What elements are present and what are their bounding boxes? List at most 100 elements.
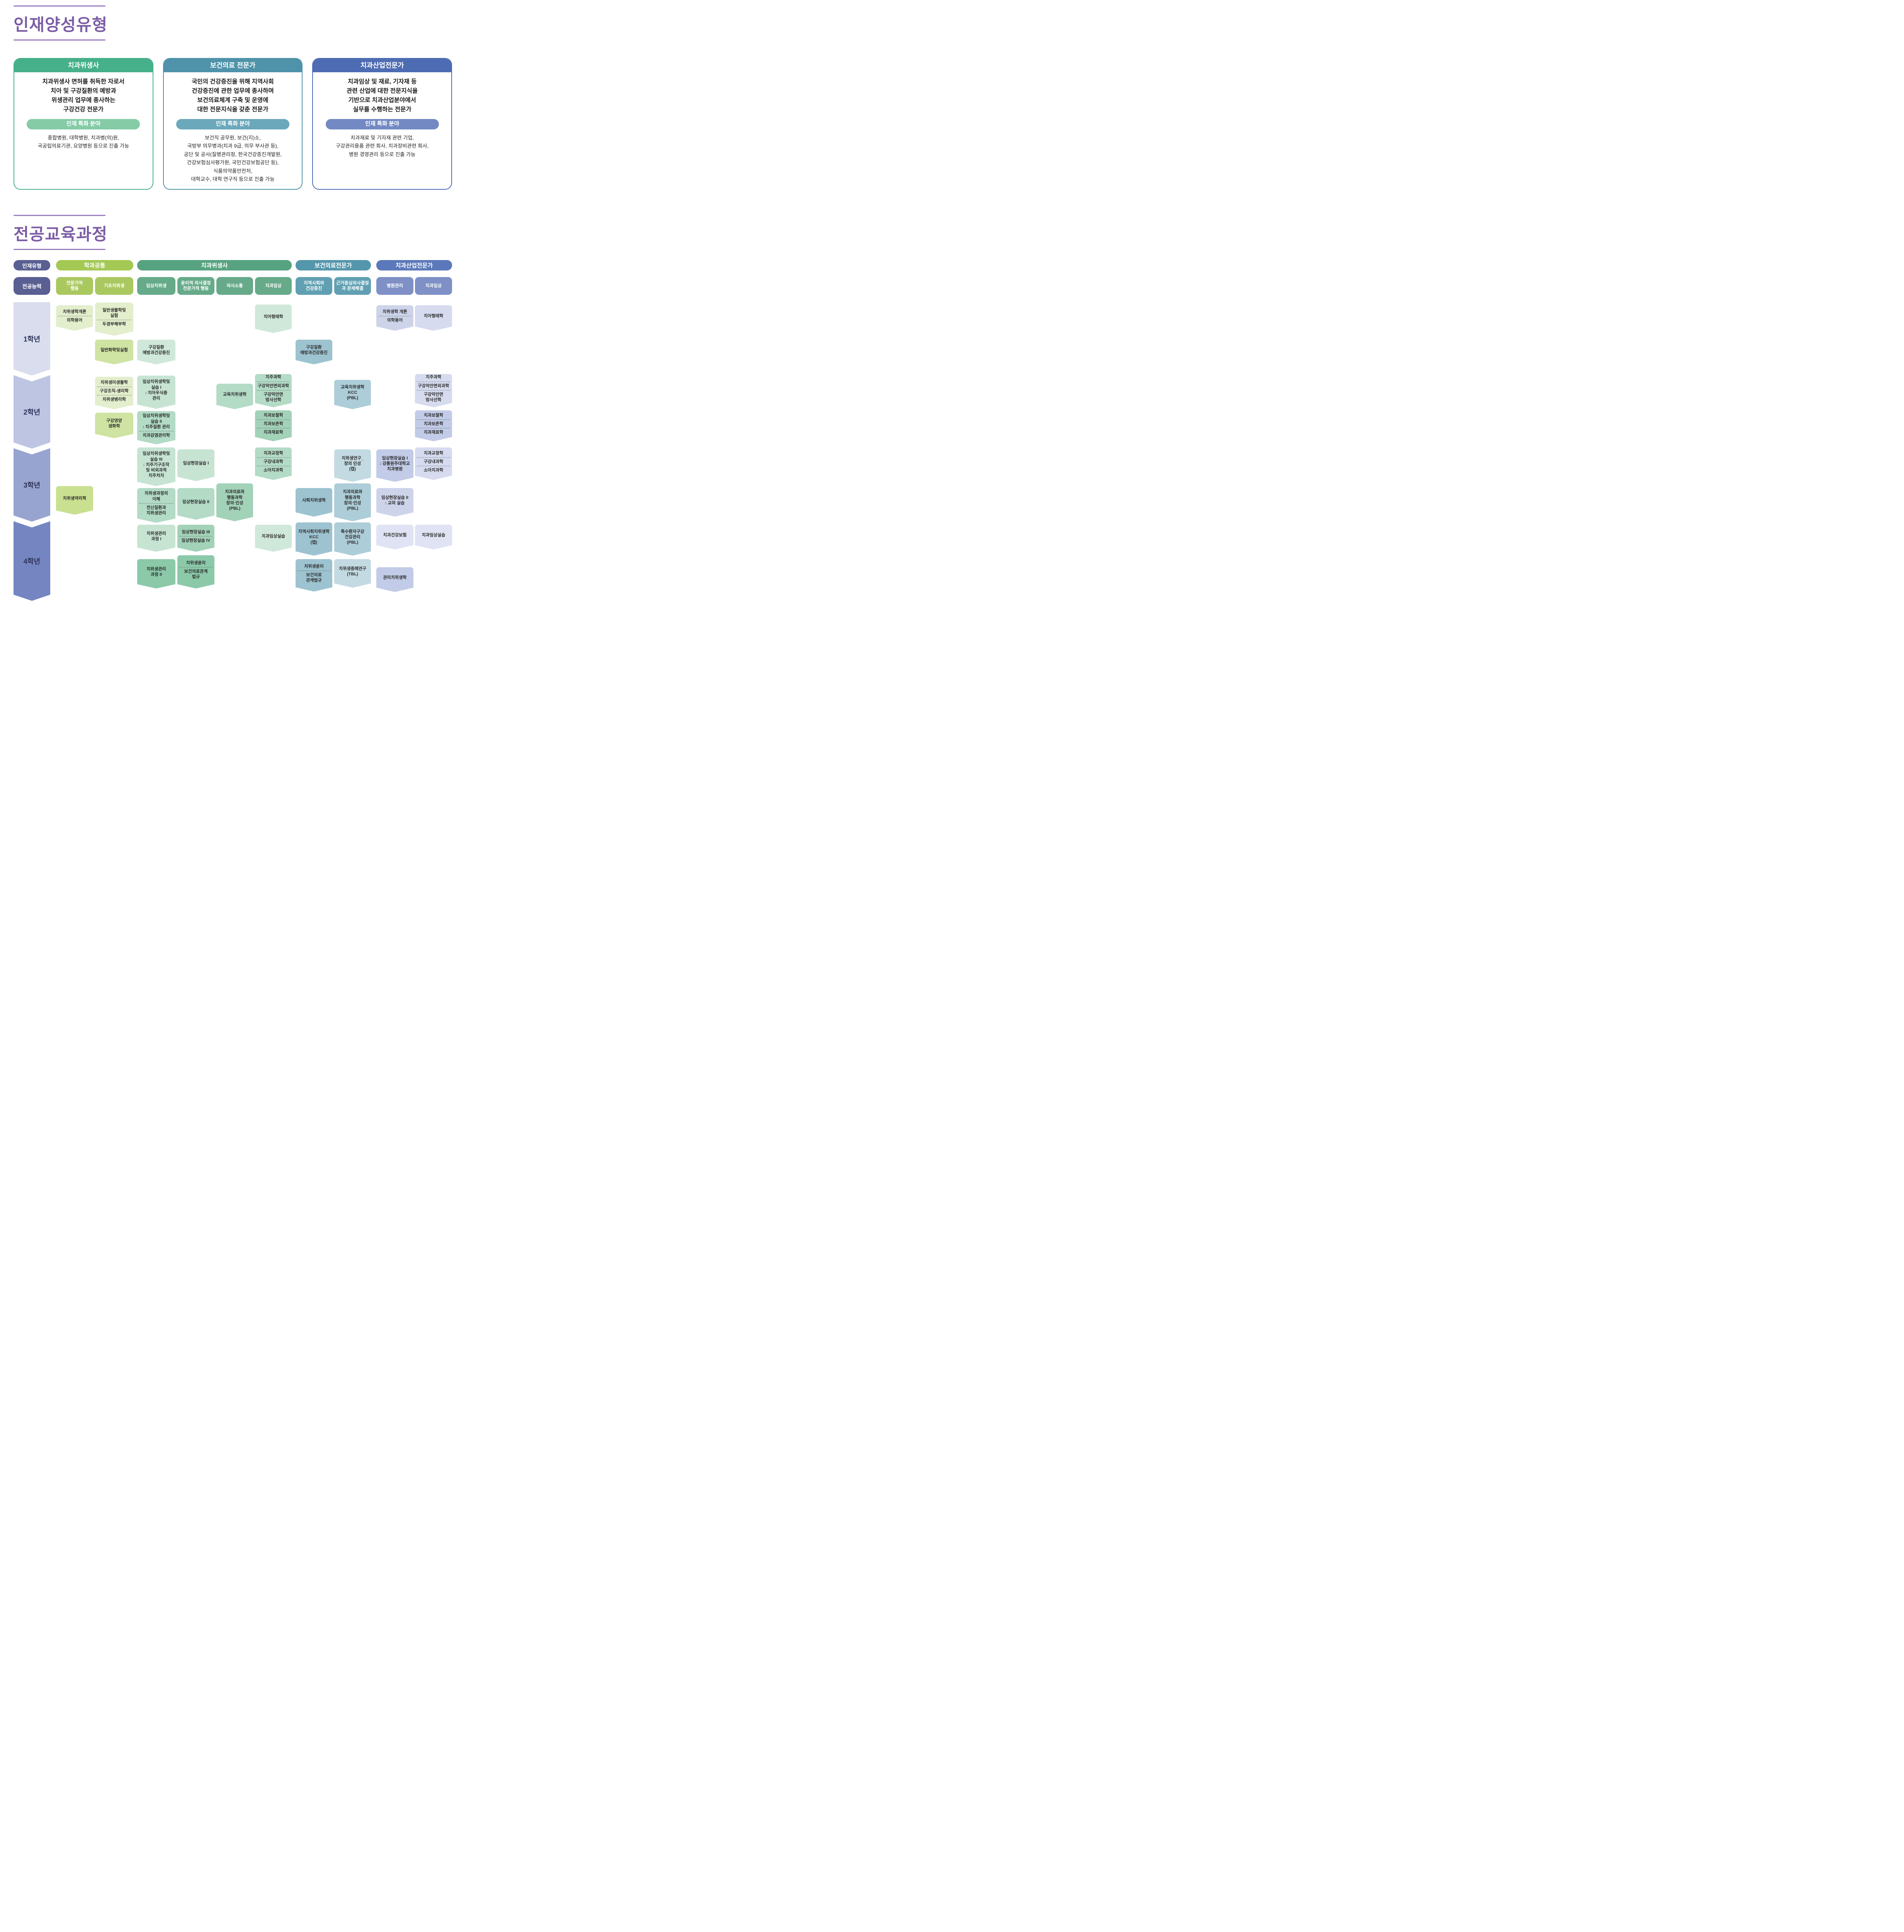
course-name: 치위생윤리 bbox=[186, 560, 206, 565]
competency-header: 치과임상 bbox=[255, 277, 292, 295]
course-name: 임상치위생학및 실습 II : 치주질환 관리 bbox=[143, 413, 170, 429]
course-box: 임상현장실습 II bbox=[177, 488, 214, 520]
competency-header: 윤리적 의사결정 전문가적 행동 bbox=[177, 277, 214, 295]
course-box: 임상현장실습 II : 교외 실습 bbox=[376, 488, 413, 517]
course-box: 치위생관리 과정 II bbox=[137, 559, 175, 588]
course-box: 관리치위생학 bbox=[376, 567, 413, 592]
competency-header: 기초치위생 bbox=[95, 277, 133, 295]
card-careers: 치과재료 및 기자재 관련 기업, 구강관리용품 관련 회사, 치과장비관련 회… bbox=[335, 135, 429, 157]
course-box: 교육치위생학 bbox=[216, 384, 253, 409]
course-box: 치과임상실습 bbox=[255, 525, 292, 552]
course-name: 치과재료학 bbox=[417, 428, 450, 435]
course-name: 교육치위생학 KCC (PBL) bbox=[341, 384, 364, 401]
course-box: 임상현장실습 I : 강릉원주대학교 치과병원 bbox=[376, 449, 413, 482]
year-cell: 2학년 bbox=[14, 375, 50, 449]
course-name: 치위생병리학 bbox=[97, 395, 131, 402]
year-cell: 1학년 bbox=[14, 302, 50, 376]
course-box: 치과임상실습 bbox=[415, 525, 452, 549]
card-health-professional: 보건의료 전문가 국민의 건강증진을 위해 지역사회 건강증진에 관한 업무에 … bbox=[163, 58, 303, 190]
course-name: 치과교정학 bbox=[264, 451, 283, 456]
course-name: 치과건강보험 bbox=[383, 532, 407, 537]
year-label: 3학년 bbox=[23, 481, 41, 489]
course-name: 치과재료학 bbox=[257, 428, 290, 435]
card-description: 치과위생사 면허를 취득한 자로서 치아 및 구강질환의 예방과 위생관리 업무… bbox=[42, 78, 125, 113]
course-name: 임상현장실습 III bbox=[182, 529, 210, 534]
course-box: 치위생증례연구 (TBL) bbox=[334, 559, 371, 588]
course-name: 구강내과학 bbox=[417, 457, 450, 464]
course-name: 치위생학개론 bbox=[63, 309, 87, 314]
title-divider-bottom bbox=[14, 249, 105, 250]
course-name: 구강조직-생리학 bbox=[97, 386, 131, 394]
course-name: 치위생연구_ 창의 인성 (캡) bbox=[342, 456, 364, 472]
course-name: 보건의료 관계법규 bbox=[298, 570, 331, 583]
competency-header: 지역사회와 건강증진 bbox=[296, 277, 332, 295]
course-name: 특수환자구강 건강관리 (PBL) bbox=[341, 529, 364, 545]
talent-cards: 치과위생사 치과위생사 면허를 취득한 자로서 치아 및 구강질환의 예방과 위… bbox=[14, 58, 452, 190]
course-name: 일반화학및실험 bbox=[100, 347, 128, 352]
specialization-pill: 인재 특화 분야 bbox=[176, 119, 290, 129]
course-name: 의학용어 bbox=[58, 316, 91, 323]
card-description: 치과임상 및 재료, 기자재 등 관련 산업에 대한 전문지식을 기반으로 치과… bbox=[347, 78, 418, 113]
course-name: 치과보철학 bbox=[423, 413, 444, 418]
year-label: 1학년 bbox=[23, 335, 41, 343]
course-name: 치위생관리 과정 II bbox=[146, 566, 166, 577]
course-name: 두경부해부학 bbox=[97, 320, 131, 327]
course-name: 치위생미생물학 bbox=[100, 380, 128, 385]
course-box: 지역사회치위생학 KCC (캡) bbox=[296, 522, 332, 556]
course-name: 치과보존학 bbox=[257, 419, 290, 427]
card-careers: 종합병원, 대학병원, 치과병(의)원, 국공립의료기관, 요양병원 등으로 진… bbox=[37, 135, 129, 149]
section-title-talent: 인재양성유형 bbox=[14, 16, 108, 34]
year-label: 2학년 bbox=[23, 408, 41, 416]
course-name: 치아형태학 bbox=[264, 314, 283, 319]
course-box: 치위생약리학 bbox=[56, 486, 93, 515]
course-box: 교육치위생학 KCC (PBL) bbox=[334, 380, 371, 409]
card-title: 보건의료 전문가 bbox=[163, 59, 302, 72]
course-name: 보건의료관계 법규 bbox=[179, 567, 212, 580]
course-name: 임상현장실습 I : 강릉원주대학교 치과병원 bbox=[380, 456, 410, 472]
course-box: 치과의료와 행동과학 창의·인성 (PBL) bbox=[334, 483, 371, 521]
page: 인재양성유형 치과위생사 치과위생사 면허를 취득한 자로서 치아 및 구강질환… bbox=[0, 0, 476, 624]
section-title-curriculum: 전공교육과정 bbox=[14, 225, 108, 244]
course-name: 치과의료와 행동과학 창의·인성 (PBL) bbox=[225, 490, 245, 511]
talent-type-corner-header: 인재유형 bbox=[14, 260, 50, 270]
competency-header: 병원관리 bbox=[376, 277, 413, 295]
year-label: 4학년 bbox=[23, 558, 41, 565]
course-name: 치과교정학 bbox=[423, 451, 444, 456]
curriculum-group-header: 학과공통 bbox=[56, 260, 133, 270]
course-box: 치과의료와 행동과학 창의·인성 (PBL) bbox=[216, 483, 253, 521]
course-box: 임상치위생학및 실습 III : 치주기구조작 및 비외과적 치주처치 bbox=[137, 447, 175, 486]
course-name: 치과보철학 bbox=[264, 413, 283, 418]
course-box: 일반화학및실험 bbox=[95, 340, 133, 364]
title-divider-top bbox=[14, 5, 105, 7]
course-name: 치과의료와 행동과학 창의·인성 (PBL) bbox=[343, 490, 362, 511]
course-name: 치주과학 bbox=[425, 375, 442, 380]
course-name: 치과감염관리학 bbox=[139, 431, 173, 438]
course-name: 구강악안면외과학 bbox=[257, 381, 290, 389]
course-name: 치과임상실습 bbox=[262, 534, 285, 539]
course-name: 치위생윤리 bbox=[304, 564, 324, 569]
course-name: 구강질환 예방과건강증진 bbox=[143, 345, 170, 355]
course-name: 소아치과학 bbox=[417, 466, 450, 473]
course-name: 구강내과학 bbox=[257, 457, 290, 464]
course-name: 구강악안면 방사선학 bbox=[257, 390, 290, 403]
course-name: 구강악안면외과학 bbox=[417, 381, 450, 389]
course-name: 치과보존학 bbox=[417, 419, 450, 427]
course-box: 임상현장실습 I bbox=[177, 449, 214, 481]
title-divider-bottom bbox=[14, 39, 105, 41]
card-title: 치과위생사 bbox=[14, 59, 153, 72]
course-box: 구강질환 예방과건강증진 bbox=[137, 340, 175, 364]
card-description: 국민의 건강증진을 위해 지역사회 건강증진에 관한 업무에 종사하며 보건의료… bbox=[192, 78, 274, 113]
course-name: 치주과학 bbox=[265, 375, 281, 380]
competency-header: 의사소통 bbox=[216, 277, 253, 295]
course-box: 구강질환 예방과건강증진 bbox=[296, 340, 332, 364]
competency-header: 근거중심의사결정 과 문제해결 bbox=[334, 277, 371, 295]
